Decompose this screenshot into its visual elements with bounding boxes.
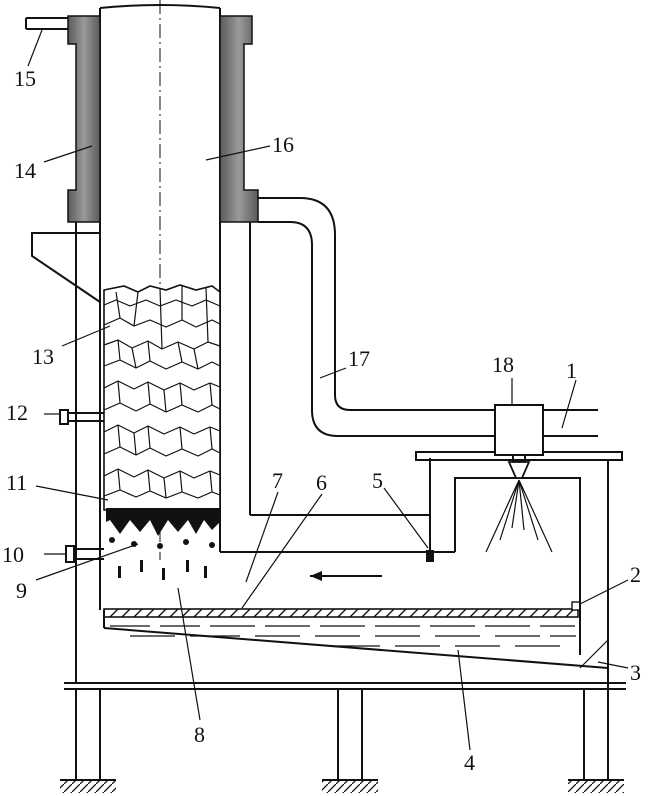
label-8: 8	[194, 722, 205, 747]
casing	[31, 222, 101, 683]
label-16: 16	[272, 132, 294, 157]
support-frame	[60, 460, 626, 793]
leader-lines	[27, 29, 629, 751]
dripping-layer	[106, 508, 220, 580]
label-9: 9	[16, 578, 27, 603]
label-6: 6	[316, 470, 327, 495]
cooling-jacket	[67, 15, 259, 223]
label-3: 3	[630, 660, 641, 685]
label-15: 15	[14, 66, 36, 91]
label-12: 12	[6, 400, 28, 425]
label-7: 7	[272, 468, 283, 493]
floor-plate	[103, 601, 581, 618]
label-4: 4	[464, 750, 475, 775]
exhaust-pipe	[249, 197, 495, 515]
label-1: 1	[566, 358, 577, 383]
spray-unit	[415, 404, 623, 553]
label-5: 5	[372, 468, 383, 493]
label-18: 18	[492, 352, 514, 377]
side-ports	[59, 409, 104, 563]
label-14: 14	[14, 158, 36, 183]
callout-labels: 1 2 3 4 5 6 7 8 9 10 11 12 13 14 15 16 1…	[2, 66, 641, 775]
label-10: 10	[2, 542, 24, 567]
inlet-pipe	[25, 17, 68, 30]
packing-stones	[103, 284, 221, 511]
label-17: 17	[348, 346, 370, 371]
label-11: 11	[6, 470, 27, 495]
water-tank	[103, 600, 609, 669]
label-2: 2	[630, 562, 641, 587]
label-13: 13	[32, 344, 54, 369]
